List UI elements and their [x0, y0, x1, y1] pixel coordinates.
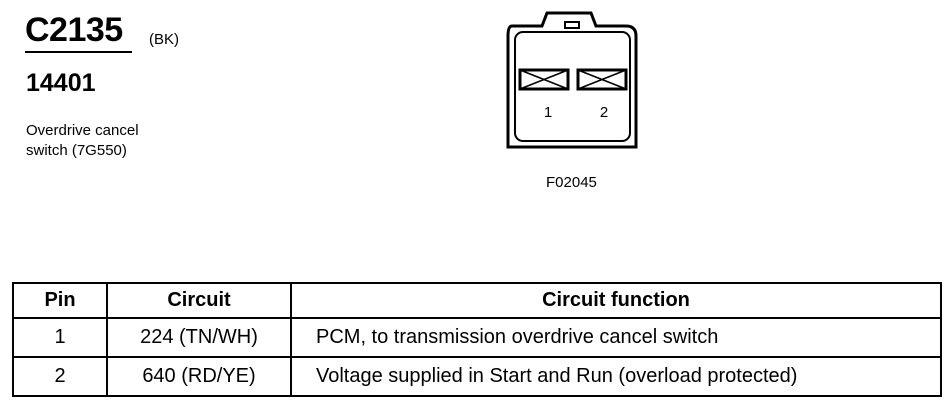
- connector-id-underline: [25, 51, 132, 53]
- connector-id: C2135: [25, 11, 123, 49]
- cell-function: PCM, to transmission overdrive cancel sw…: [290, 317, 942, 358]
- table-row: 1 224 (TN/WH) PCM, to transmission overd…: [12, 317, 942, 358]
- header-pin: Pin: [12, 282, 108, 319]
- cell-pin: 1: [12, 317, 108, 358]
- cell-circuit: 640 (RD/YE): [106, 356, 292, 397]
- cell-function: Voltage supplied in Start and Run (overl…: [290, 356, 942, 397]
- latch-tab: [564, 21, 580, 29]
- connector-face-diagram: 1 2: [506, 11, 638, 149]
- terminal-1: [518, 68, 570, 91]
- connector-color: (BK): [149, 31, 179, 48]
- header-function: Circuit function: [290, 282, 942, 319]
- table-header-row: Pin Circuit Circuit function: [12, 282, 942, 319]
- pin-label-2: 2: [600, 104, 608, 121]
- connector-housing-inner: [514, 31, 631, 142]
- description-line-1: Overdrive cancel: [26, 122, 139, 139]
- part-number: 14401: [26, 69, 96, 97]
- description-line-2: switch (7G550): [26, 142, 127, 159]
- pin-label-1: 1: [544, 104, 552, 121]
- figure-code: F02045: [546, 174, 597, 191]
- terminal-2: [576, 68, 628, 91]
- connector-housing: [506, 11, 638, 149]
- header-circuit: Circuit: [106, 282, 292, 319]
- connector-description: Overdrive cancel switch (7G550): [26, 121, 139, 161]
- pinout-table: Pin Circuit Circuit function 1 224 (TN/W…: [12, 282, 942, 397]
- table-row: 2 640 (RD/YE) Voltage supplied in Start …: [12, 356, 942, 397]
- cell-circuit: 224 (TN/WH): [106, 317, 292, 358]
- cell-pin: 2: [12, 356, 108, 397]
